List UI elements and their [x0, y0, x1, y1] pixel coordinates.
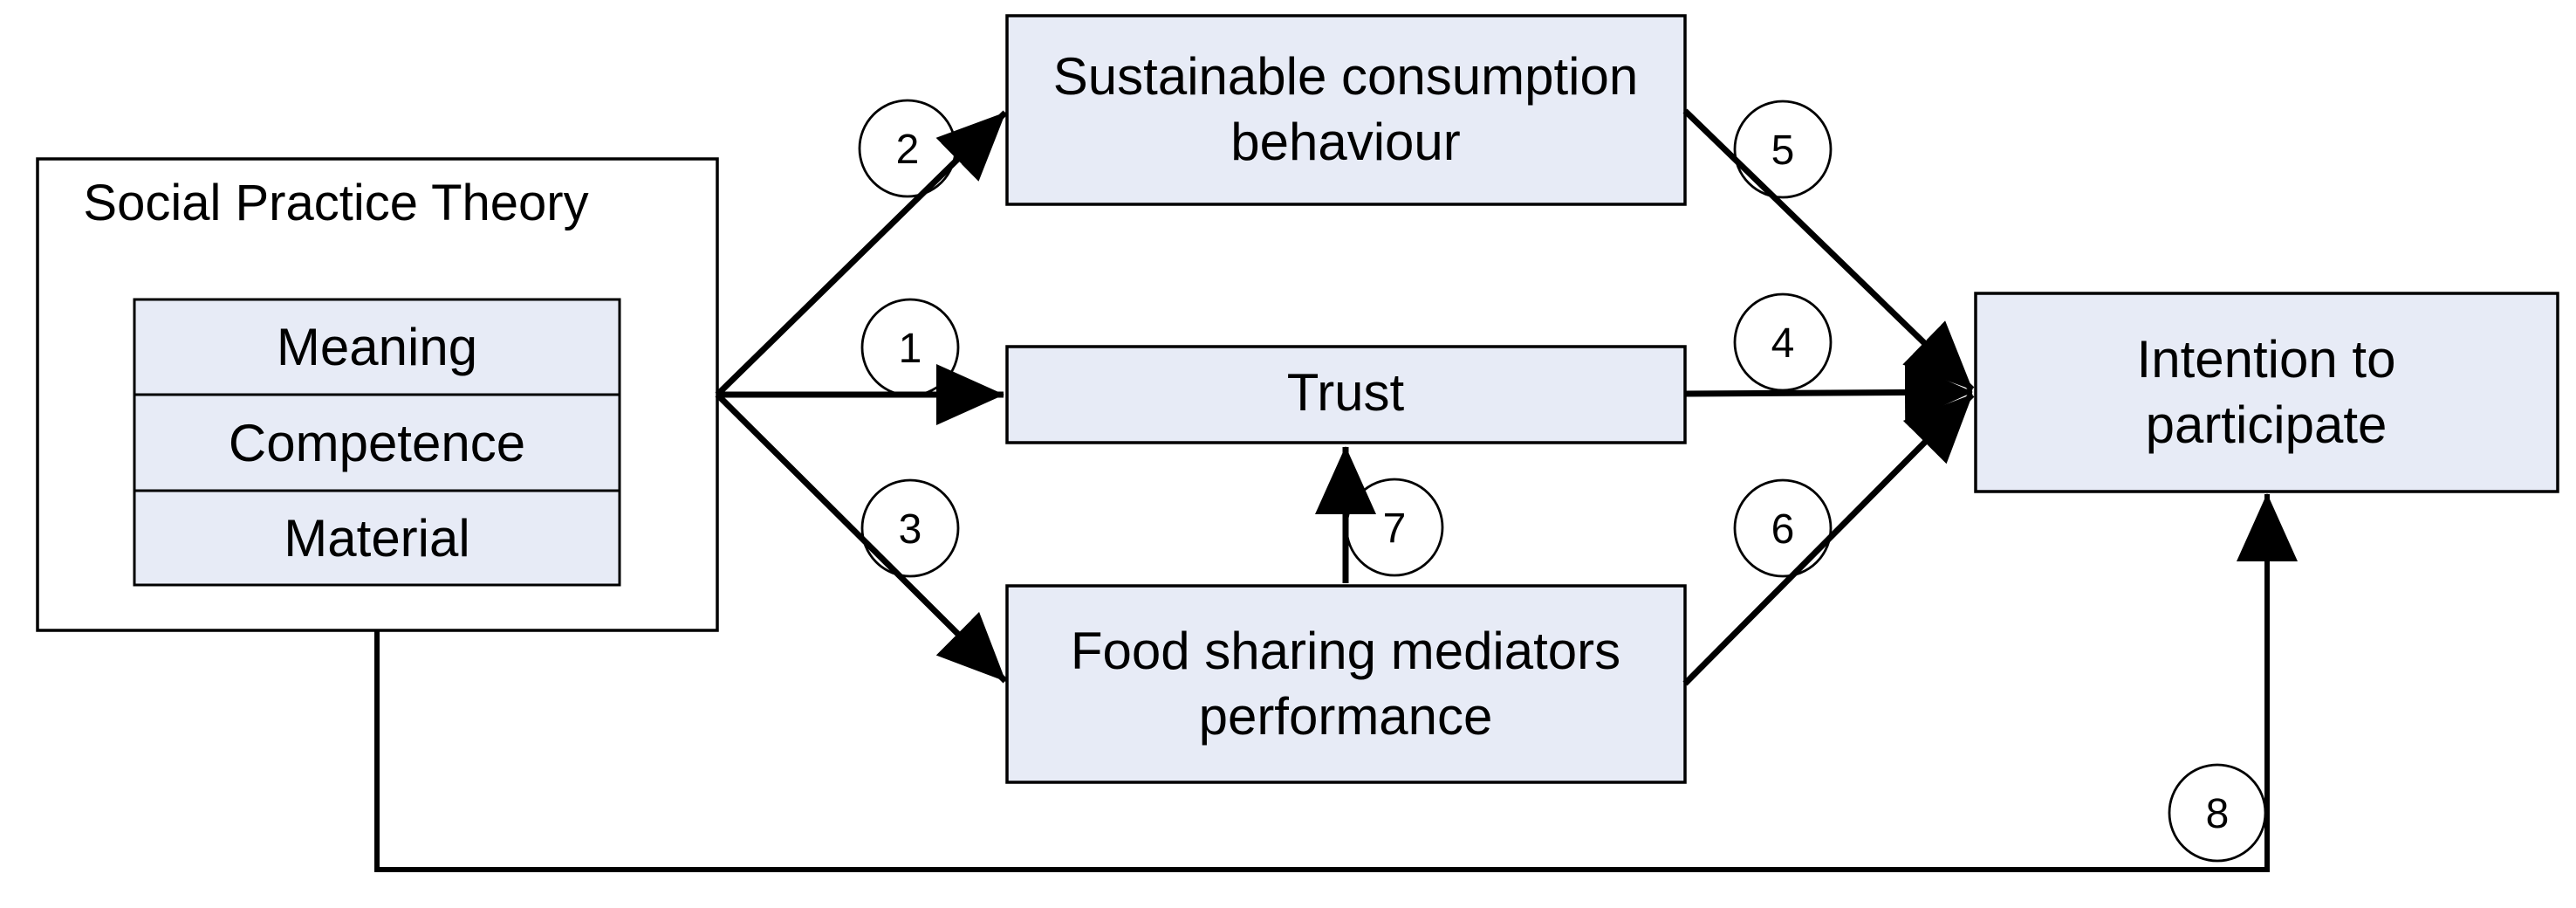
- sustainable-consumption-label-line1: Sustainable consumption: [1053, 47, 1638, 106]
- element-meaning-box: [133, 298, 621, 396]
- path-badge-2-number: 2: [896, 127, 920, 173]
- path-badge-3-number: 3: [899, 506, 922, 553]
- path-badge-numbers: 1 2 3 4 5 6 7 8: [896, 127, 2230, 837]
- node-social-practice-theory: Social Practice Theory Meaning Competenc…: [36, 157, 719, 632]
- arrow-2-spt-to-sustainable: [715, 110, 1008, 397]
- element-competence-box: [133, 393, 621, 492]
- intention-to-participate-label-line1: Intention to: [2137, 330, 2396, 389]
- path-badge-5-circle: [1733, 100, 1833, 199]
- food-sharing-mediators-box: [1005, 584, 1687, 784]
- arrow-3-spt-to-food: [715, 392, 1008, 684]
- trust-box: [1005, 345, 1687, 444]
- path-badge-5-number: 5: [1771, 127, 1795, 174]
- arrow-6-food-to-intention: [1682, 392, 1975, 686]
- path-badge-7-number: 7: [1383, 506, 1407, 552]
- path-badge-8-number: 8: [2206, 791, 2230, 837]
- sustainable-consumption-label-line2: behaviour: [1230, 113, 1461, 171]
- path-badges: [858, 99, 2267, 863]
- element-meaning-label: Meaning: [277, 318, 477, 376]
- element-material-box: [133, 489, 621, 587]
- path-badge-6-circle: [1733, 478, 1833, 578]
- intention-to-participate-box: [1974, 292, 2559, 493]
- path-badge-6-number: 6: [1771, 506, 1795, 553]
- path-badge-1-number: 1: [899, 326, 922, 372]
- arrow-4-trust-to-intention: [1684, 361, 1973, 423]
- element-material-label: Material: [284, 509, 469, 568]
- arrow-8-spt-to-intention: [374, 493, 2298, 872]
- node-sustainable-consumption: Sustainable consumption behaviour: [1005, 14, 1687, 206]
- intention-to-participate-label-line2: participate: [2146, 396, 2388, 454]
- trust-label: Trust: [1287, 363, 1405, 422]
- food-sharing-mediators-label-line2: performance: [1199, 687, 1493, 746]
- social-practice-theory-label: Social Practice Theory: [83, 175, 588, 231]
- path-badge-3-circle: [860, 478, 960, 578]
- path-badge-4-number: 4: [1771, 320, 1795, 367]
- connectors: [374, 108, 2298, 872]
- node-trust: Trust: [1005, 345, 1687, 444]
- node-food-sharing-mediators: Food sharing mediators performance: [1005, 584, 1687, 784]
- food-sharing-mediators-label-line1: Food sharing mediators: [1071, 622, 1620, 680]
- node-intention-to-participate: Intention to participate: [1974, 292, 2559, 493]
- sustainable-consumption-box: [1005, 14, 1687, 206]
- element-competence-label: Competence: [229, 414, 525, 472]
- arrow-5-sustainable-to-intention: [1682, 108, 1975, 392]
